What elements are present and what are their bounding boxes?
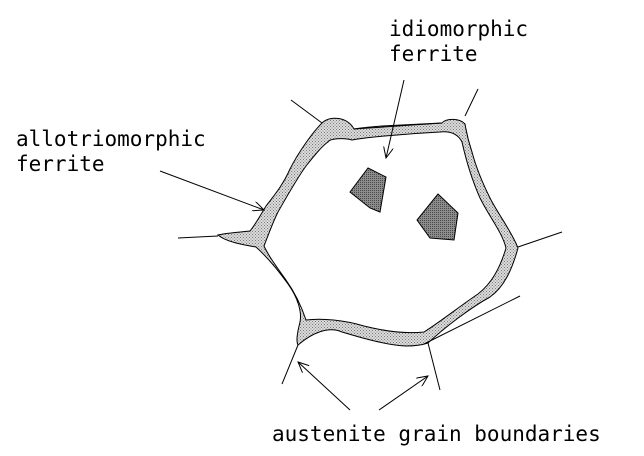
label-allotriomorphic-ferrite: allotriomorphic ferrite: [16, 127, 206, 177]
label-idiomorphic-ferrite: idiomorphic ferrite: [389, 17, 528, 67]
grain-boundary-bottom-left: [282, 345, 298, 384]
grain-boundary-right: [518, 232, 562, 247]
label-austenite-grain-boundaries: austenite grain boundaries: [272, 422, 601, 447]
label-allotriomorphic-line2: ferrite: [16, 152, 206, 177]
grain-boundary-top-right: [465, 89, 478, 116]
arrow-grain-boundary-left: [298, 362, 350, 410]
arrow-idiomorphic: [386, 80, 404, 158]
idiomorphic-ferrite-crystal-2: [417, 194, 458, 240]
label-idiomorphic-line1: idiomorphic: [389, 17, 528, 42]
grain-boundary-left: [178, 236, 218, 238]
grain-boundary-top-left: [291, 100, 322, 123]
label-idiomorphic-line2: ferrite: [389, 42, 528, 67]
idiomorphic-ferrite-crystal-1: [350, 168, 386, 212]
label-allotriomorphic-line1: allotriomorphic: [16, 127, 206, 152]
allotriomorphic-ferrite-layer: [218, 118, 518, 346]
grain-boundary-bottom-right-a: [428, 343, 440, 390]
arrow-grain-boundary-right: [379, 376, 428, 410]
